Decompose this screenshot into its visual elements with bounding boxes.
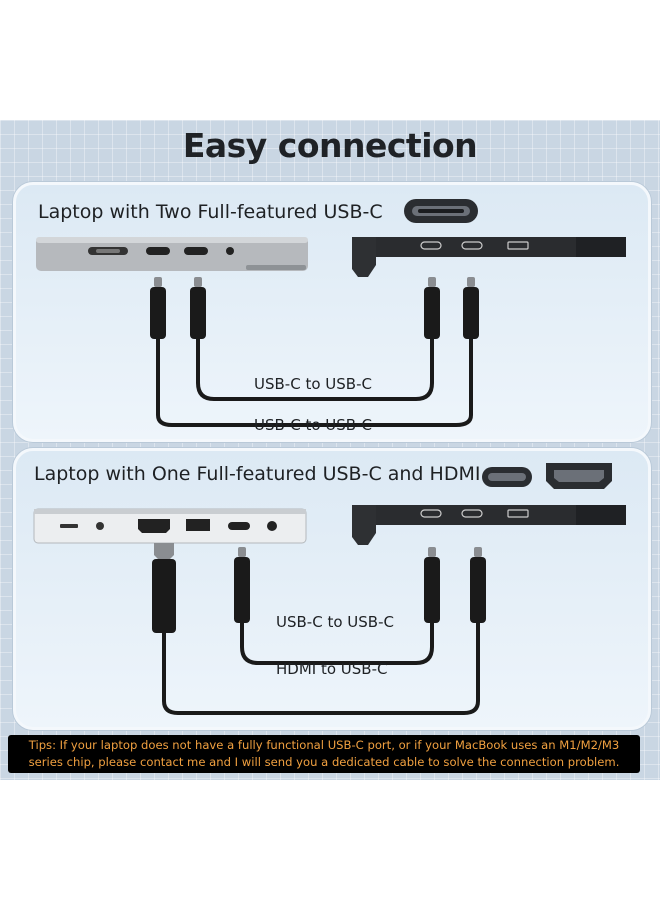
portable-monitor-icon: [352, 505, 626, 545]
cable-label-2: HDMI to USB-C: [276, 660, 388, 678]
hdmi-port-icon: [546, 463, 612, 489]
cable-label-2: USB-C to USB-C: [254, 416, 372, 434]
connection-diagram: [33, 463, 626, 715]
laptop-icon: [33, 508, 307, 544]
cable-label-1: USB-C to USB-C: [254, 375, 372, 393]
hdmi-port-icon: [138, 519, 170, 533]
connection-diagram: [36, 199, 626, 427]
portable-monitor-icon: [352, 237, 626, 277]
usb-c-port-icon: [482, 467, 532, 487]
cable-icon: [162, 619, 480, 715]
usb-c-port-icon: [146, 247, 170, 255]
cable-label-1: USB-C to USB-C: [276, 613, 394, 631]
cable-icon: [156, 333, 473, 427]
usb-c-port-icon: [184, 247, 208, 255]
usb-c-port-icon: [228, 522, 250, 530]
laptop-icon: [36, 237, 308, 271]
panel-title: Laptop with One Full-featured USB-C and …: [34, 463, 481, 485]
panel-usb-c-and-hdmi: Laptop with One Full-featured USB-C and …: [13, 448, 651, 730]
stage: Easy connection Laptop with Two Full-fea…: [0, 120, 660, 780]
tips-banner: Tips: If your laptop does not have a ful…: [8, 735, 640, 773]
headline: Easy connection: [182, 126, 478, 165]
panel-title: Laptop with Two Full-featured USB-C: [38, 201, 383, 223]
usb-c-port-icon: [404, 199, 478, 223]
panel-two-usb-c: Laptop with Two Full-featured USB-C: [13, 182, 651, 442]
